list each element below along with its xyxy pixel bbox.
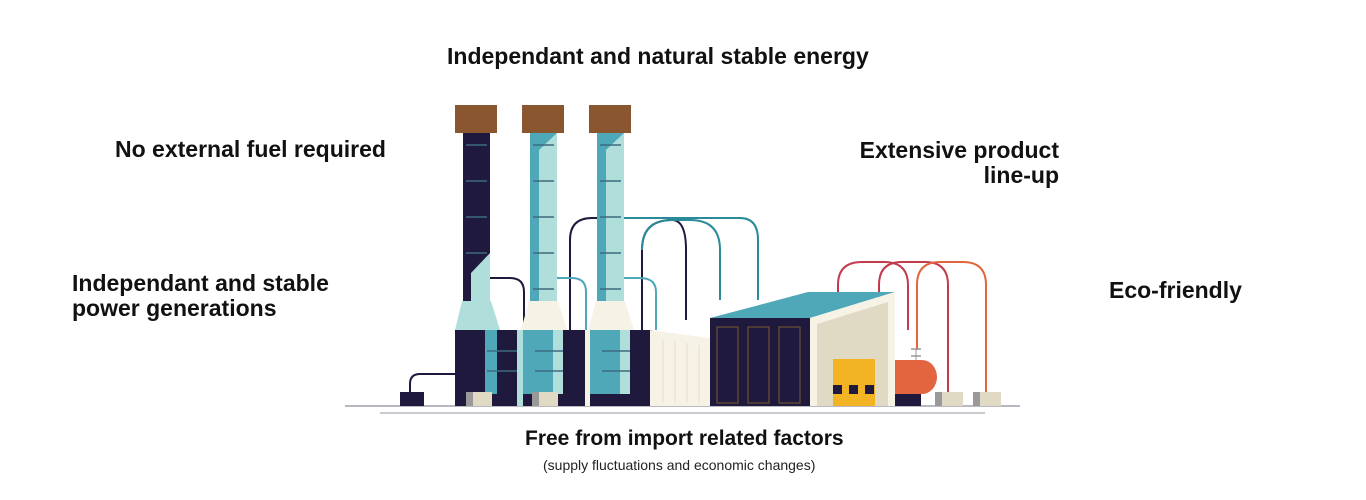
pipe xyxy=(878,261,949,392)
label-line-2: line-up xyxy=(983,162,1059,188)
chimney-cap xyxy=(522,105,564,133)
chimney-1 xyxy=(455,105,500,330)
warehouse-roof xyxy=(710,292,895,318)
label-natural-stable-energy: Independant and natural stable energy xyxy=(447,43,869,69)
pipe xyxy=(490,277,525,330)
label-stable-power-generation: Independant and stable power generations xyxy=(72,271,329,321)
boiler-blocks xyxy=(400,330,652,406)
label-free-from-import-sub: (supply fluctuations and economic change… xyxy=(543,457,816,473)
pipe xyxy=(641,218,687,330)
pipe xyxy=(622,217,759,300)
label-line-1: Independant and stable xyxy=(72,270,329,296)
label-extensive-product-lineup: Extensive product line-up xyxy=(853,138,1059,188)
chimney-cap xyxy=(455,105,497,133)
chimney-3 xyxy=(588,105,634,330)
small-box xyxy=(400,392,424,406)
chimney-cap xyxy=(589,105,631,133)
label-line-2: power generations xyxy=(72,295,277,321)
label-no-external-fuel: No external fuel required xyxy=(115,136,386,162)
label-eco-friendly: Eco-friendly xyxy=(1109,277,1242,303)
storage-tank xyxy=(895,348,1001,406)
warehouse-door xyxy=(833,359,875,406)
pipe xyxy=(569,217,612,330)
warehouse xyxy=(710,292,895,406)
chimney-2 xyxy=(521,105,567,330)
pipe xyxy=(622,277,657,330)
label-line-1: Extensive product xyxy=(859,137,1059,163)
pipe xyxy=(409,373,458,394)
label-free-from-import: Free from import related factors xyxy=(525,427,844,450)
pipes xyxy=(409,217,987,394)
pipe xyxy=(641,219,721,300)
pipe xyxy=(916,261,987,392)
pipe xyxy=(556,277,587,330)
pipe xyxy=(837,261,909,330)
